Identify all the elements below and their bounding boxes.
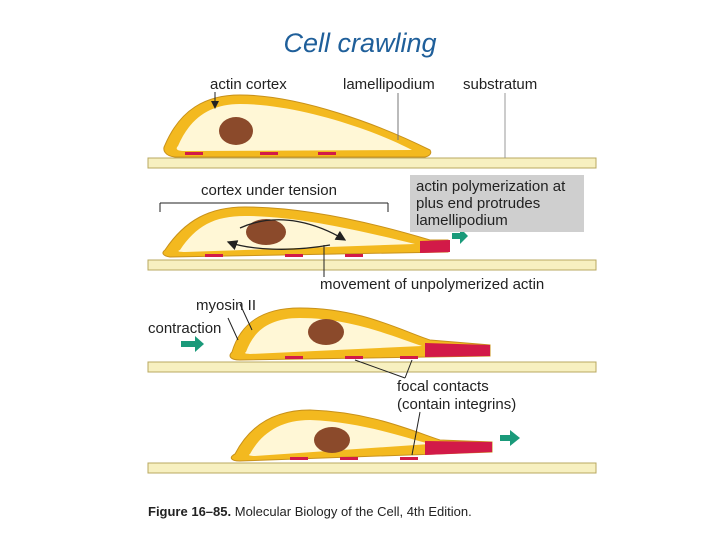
leader-focal-contacts — [411, 411, 421, 456]
focal-contact — [400, 356, 418, 359]
page-title: Cell crawling — [283, 28, 437, 58]
focal-contact — [260, 152, 278, 155]
focal-contact — [285, 254, 303, 257]
caption-text: Molecular Biology of the Cell, 4th Editi… — [234, 504, 472, 519]
focal-contact — [400, 457, 418, 460]
substratum-bar — [147, 361, 597, 373]
label-substratum: substratum — [463, 76, 538, 93]
focal-contact — [318, 152, 336, 155]
leader-contraction — [227, 317, 239, 341]
focal-contact — [205, 254, 223, 257]
leader-focal-contacts — [354, 359, 406, 379]
lamellipodium-actin — [420, 240, 450, 253]
focal-contact — [340, 457, 358, 460]
focal-contact — [345, 254, 363, 257]
focal-contact — [290, 457, 308, 460]
nucleus — [219, 117, 253, 145]
lamellipodium-actin — [425, 343, 490, 357]
label-lamellipodium: lamellipodium — [343, 76, 435, 93]
stage-4 — [147, 409, 597, 474]
stage-2 — [147, 202, 597, 277]
lamellipodium-actin — [425, 441, 492, 455]
substratum-bar — [147, 157, 597, 169]
nucleus — [308, 319, 344, 345]
nucleus — [314, 427, 350, 453]
focal-contact — [345, 356, 363, 359]
label-polymerization: actin polymerization at plus end protrud… — [410, 175, 584, 232]
substratum-bar — [147, 462, 597, 474]
label-cortex-under-tension: cortex under tension — [201, 182, 337, 199]
label-focal-contacts: focal contacts (contain integrins) — [397, 378, 517, 413]
green-arrow-icon — [452, 228, 468, 244]
green-arrow-icon — [181, 336, 204, 352]
label-unpolymerized-actin: movement of unpolymerized actin — [320, 276, 545, 293]
leader-focal-contacts — [404, 359, 413, 379]
stage-3 — [147, 303, 597, 379]
flow-arrow — [239, 219, 347, 241]
label-myosin: myosin II — [196, 297, 257, 314]
label-actin-cortex: actin cortex — [210, 76, 287, 93]
stage-1 — [147, 92, 597, 169]
figure-caption: Figure 16–85. Molecular Biology of the C… — [148, 504, 472, 519]
green-arrow-icon — [500, 430, 520, 446]
caption-figure-number: Figure 16–85. — [148, 504, 232, 519]
focal-contact — [185, 152, 203, 155]
label-contraction: contraction — [148, 320, 222, 337]
flow-arrow — [226, 240, 331, 250]
nucleus — [246, 219, 286, 245]
leader-myosin — [239, 303, 253, 331]
focal-contact — [285, 356, 303, 359]
substratum-bar — [147, 259, 597, 271]
